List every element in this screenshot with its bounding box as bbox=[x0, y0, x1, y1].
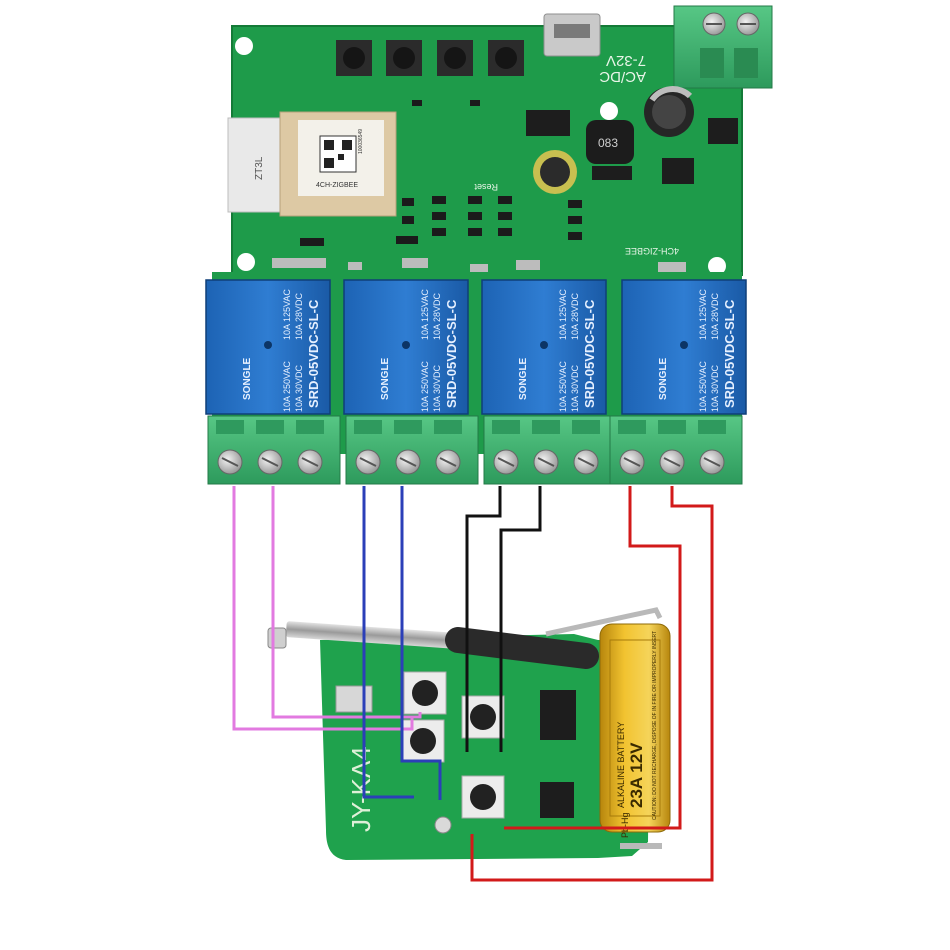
terminal-block-1 bbox=[207, 415, 341, 485]
terminal-block-2 bbox=[345, 415, 479, 485]
relay-model: SRD-05VDC-SL-C bbox=[444, 299, 459, 408]
wire-relay1-b bbox=[271, 486, 422, 719]
wire-relay2-a bbox=[362, 486, 414, 799]
relay-model: SRD-05VDC-SL-C bbox=[722, 299, 737, 408]
reset-label: Reset bbox=[474, 182, 498, 192]
mounting-hole bbox=[235, 37, 253, 55]
capacitor bbox=[533, 150, 577, 194]
ic-chip bbox=[540, 782, 574, 818]
relay-brand: SONGLE bbox=[518, 357, 529, 400]
remote-model-label: JY-KA4 bbox=[346, 746, 376, 832]
relay-rating-dc: 10A 30VDC bbox=[294, 364, 304, 412]
battery: ALKALINE BATTERY 23A 12V CAUTION: DO NOT… bbox=[599, 623, 671, 838]
relay-brand: SONGLE bbox=[658, 357, 669, 400]
relay-rating-ac: 10A 250VAC bbox=[420, 361, 430, 412]
voltage-label: 7-32V bbox=[606, 52, 646, 69]
acdc-label: AC/DC bbox=[599, 68, 646, 85]
relay-rating-dc: 10A 30VDC bbox=[710, 364, 720, 412]
wires bbox=[232, 486, 714, 882]
remote-button bbox=[461, 775, 505, 819]
wire-relay4-b bbox=[470, 486, 714, 882]
relay-rating-ac: 10A 250VAC bbox=[698, 361, 708, 412]
power-terminal bbox=[673, 5, 773, 89]
smd-resistors bbox=[272, 258, 686, 272]
mounting-hole bbox=[600, 102, 618, 120]
battery-warning: CAUTION: DO NOT RECHARGE, DISPOSE OF IN … bbox=[652, 631, 658, 820]
wire-relay4-a bbox=[504, 486, 682, 830]
crystal bbox=[335, 685, 373, 713]
relay-model: SRD-05VDC-SL-C bbox=[582, 299, 597, 408]
diode bbox=[592, 166, 632, 180]
relay-brand: SONGLE bbox=[380, 357, 391, 400]
mounting-hole bbox=[237, 253, 255, 271]
relay-rating-dc2: 10A 28VDC bbox=[294, 292, 304, 340]
smd-components bbox=[300, 100, 582, 246]
mounting-hole bbox=[708, 257, 726, 275]
relay-rating-ac2: 10A 125VAC bbox=[282, 289, 292, 340]
remote-button bbox=[401, 719, 445, 763]
relay-model: SRD-05VDC-SL-C bbox=[306, 299, 321, 408]
remote-board: JY-KA4 ALKALINE BATTERY 23A 12V CAUTION:… bbox=[267, 607, 671, 860]
ic-chip bbox=[540, 690, 576, 740]
board-button bbox=[437, 40, 473, 76]
zigbee-module: ZT3L 4CH-ZIGBEE 100036549 bbox=[227, 111, 397, 217]
relay-rating-dc2: 10A 28VDC bbox=[710, 292, 720, 340]
terminal-block-3 bbox=[483, 415, 617, 485]
remote-button bbox=[403, 671, 447, 715]
inductor: 083 bbox=[586, 120, 634, 164]
board-button bbox=[488, 40, 524, 76]
relay-brand: SONGLE bbox=[242, 357, 253, 400]
serial-label: 100036549 bbox=[358, 129, 364, 154]
relay-rating-dc: 10A 30VDC bbox=[432, 364, 442, 412]
inductor-label: 083 bbox=[598, 136, 618, 150]
battery-clip bbox=[545, 607, 663, 637]
zt-label: ZT3L bbox=[254, 156, 265, 180]
wire-relay1-a bbox=[232, 486, 414, 731]
remote-button bbox=[461, 695, 505, 739]
relay-rating-ac: 10A 250VAC bbox=[558, 361, 568, 412]
battery-mark: Pb-Hg bbox=[620, 812, 630, 838]
capacitor bbox=[644, 86, 694, 137]
screw-hole bbox=[434, 816, 452, 834]
board-button bbox=[336, 40, 372, 76]
battery-type: ALKALINE BATTERY bbox=[616, 722, 626, 808]
relay-rating-dc2: 10A 28VDC bbox=[432, 292, 442, 340]
board-button bbox=[386, 40, 422, 76]
ic-chip bbox=[708, 118, 738, 144]
relay-rating-ac2: 10A 125VAC bbox=[420, 289, 430, 340]
relay-rating-dc2: 10A 28VDC bbox=[570, 292, 580, 340]
terminal-block-4 bbox=[609, 415, 743, 485]
relay-rating-ac2: 10A 125VAC bbox=[698, 289, 708, 340]
battery-model: 23A 12V bbox=[627, 742, 646, 808]
silk-label: 4CH-ZIGBEE bbox=[625, 246, 679, 256]
relay-rating-ac: 10A 250VAC bbox=[282, 361, 292, 412]
wire-relay2-b bbox=[400, 486, 442, 800]
module-label: 4CH-ZIGBEE bbox=[316, 182, 358, 189]
wire-relay3-b bbox=[499, 486, 542, 752]
relay-rating-ac2: 10A 125VAC bbox=[558, 289, 568, 340]
ic-chip bbox=[662, 158, 694, 184]
relay-rating-dc: 10A 30VDC bbox=[570, 364, 580, 412]
ic-chip bbox=[526, 110, 570, 136]
wire-relay3-a bbox=[465, 486, 502, 752]
